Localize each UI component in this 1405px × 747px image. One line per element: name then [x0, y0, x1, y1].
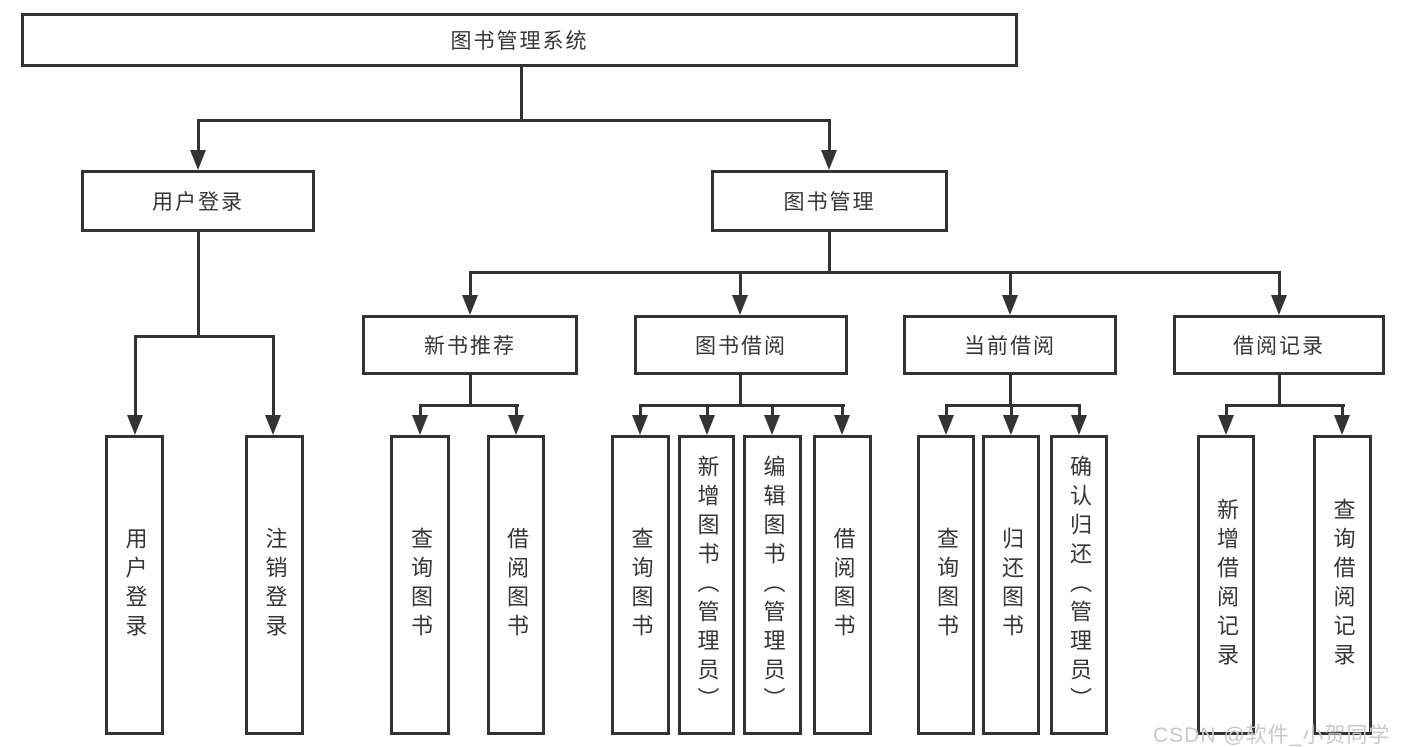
- connector-current-drop-1: [945, 404, 948, 417]
- leaf-add-books-admin-label: 新增图书（管理员）: [694, 454, 720, 716]
- node-borrow-records: 借阅记录: [1173, 315, 1385, 375]
- connector-current-stem: [1009, 373, 1012, 407]
- leaf-add-borrow-record: 新增借阅记录: [1197, 435, 1255, 735]
- connector-records-hline: [1225, 404, 1345, 407]
- leaf-recommend-borrow-books-label: 借阅图书: [504, 527, 529, 643]
- leaf-logout-label: 注销登录: [262, 527, 288, 643]
- connector-current-hline: [945, 404, 1081, 407]
- node-new-book-recommend-label: 新书推荐: [424, 335, 516, 358]
- node-book-management: 图书管理: [711, 170, 948, 232]
- arrow-down-icon: [938, 415, 954, 435]
- node-new-book-recommend: 新书推荐: [362, 315, 578, 375]
- leaf-borrow-books: 借阅图书: [813, 435, 872, 735]
- connector-login-stem: [197, 232, 200, 336]
- connector-mgmt-drop-3: [1009, 271, 1012, 297]
- connector-records-drop-1: [1225, 404, 1228, 417]
- leaf-logout: 注销登录: [245, 435, 304, 735]
- connector-borrow-drop-4: [841, 404, 844, 417]
- connector-borrow-drop-1: [639, 404, 642, 417]
- node-book-borrow: 图书借阅: [634, 315, 848, 375]
- arrow-down-icon: [1271, 295, 1287, 315]
- connector-login-drop-2: [272, 335, 275, 417]
- leaf-current-query-books-label: 查询图书: [934, 527, 959, 643]
- connector-recommend-hline: [419, 404, 519, 407]
- arrow-down-icon: [732, 295, 748, 315]
- leaf-borrow-query-books-label: 查询图书: [628, 527, 654, 643]
- arrow-down-icon: [632, 415, 648, 435]
- leaf-add-borrow-record-label: 新增借阅记录: [1214, 498, 1239, 672]
- connector-root-stem: [520, 67, 523, 120]
- leaf-return-books-label: 归还图书: [999, 527, 1024, 643]
- leaf-recommend-borrow-books: 借阅图书: [487, 435, 545, 735]
- node-current-borrow-label: 当前借阅: [964, 335, 1056, 358]
- leaf-query-borrow-record: 查询借阅记录: [1313, 435, 1372, 735]
- connector-recommend-drop-1: [419, 404, 422, 417]
- leaf-edit-books-admin-label: 编辑图书（管理员）: [760, 454, 786, 716]
- leaf-confirm-return-admin-label: 确认归还（管理员）: [1067, 454, 1092, 716]
- node-book-borrow-label: 图书借阅: [695, 335, 787, 358]
- arrow-down-icon: [834, 415, 850, 435]
- leaf-query-borrow-record-label: 查询借阅记录: [1330, 498, 1356, 672]
- connector-borrow-drop-2: [706, 404, 709, 417]
- connector-mgmt-hline: [469, 271, 1281, 274]
- leaf-current-query-books: 查询图书: [917, 435, 975, 735]
- connector-root-drop-left: [197, 119, 200, 152]
- leaf-user-login-label: 用户登录: [122, 527, 148, 643]
- node-borrow-records-label: 借阅记录: [1233, 335, 1325, 358]
- leaf-borrow-query-books: 查询图书: [611, 435, 670, 735]
- connector-login-drop-1: [134, 335, 137, 417]
- connector-mgmt-drop-1: [469, 271, 472, 297]
- arrow-down-icon: [764, 415, 780, 435]
- node-user-login: 用户登录: [81, 170, 315, 232]
- node-root-label: 图书管理系统: [450, 30, 589, 53]
- arrow-down-icon: [462, 295, 478, 315]
- connector-root-drop-right: [828, 119, 831, 152]
- leaf-confirm-return-admin: 确认归还（管理员）: [1050, 435, 1108, 735]
- connector-records-stem: [1278, 373, 1281, 407]
- arrow-down-icon: [1334, 415, 1350, 435]
- node-root: 图书管理系统: [21, 13, 1018, 67]
- arrow-down-icon: [821, 150, 837, 170]
- arrow-down-icon: [508, 415, 524, 435]
- arrow-down-icon: [127, 415, 143, 435]
- connector-current-drop-2: [1010, 404, 1013, 417]
- connector-borrow-stem: [739, 373, 742, 407]
- connector-mgmt-drop-2: [739, 271, 742, 297]
- connector-recommend-drop-2: [515, 404, 518, 417]
- connector-root-hline: [197, 119, 831, 122]
- connector-borrow-hline: [639, 404, 845, 407]
- connector-borrow-drop-3: [771, 404, 774, 417]
- arrow-down-icon: [699, 415, 715, 435]
- leaf-recommend-query-books-label: 查询图书: [408, 527, 433, 643]
- arrow-down-icon: [190, 150, 206, 170]
- node-user-login-label: 用户登录: [152, 191, 244, 214]
- node-book-management-label: 图书管理: [783, 191, 876, 214]
- connector-login-hline: [134, 335, 275, 338]
- arrow-down-icon: [1002, 295, 1018, 315]
- connector-mgmt-drop-4: [1278, 271, 1281, 297]
- connector-recommend-stem: [469, 373, 472, 407]
- leaf-add-books-admin: 新增图书（管理员）: [678, 435, 735, 735]
- arrow-down-icon: [1003, 415, 1019, 435]
- node-current-borrow: 当前借阅: [903, 315, 1117, 375]
- arrow-down-icon: [412, 415, 428, 435]
- connector-current-drop-3: [1078, 404, 1081, 417]
- connector-records-drop-2: [1341, 404, 1344, 417]
- csdn-watermark: CSDN @软件_小贺同学: [1153, 724, 1391, 747]
- leaf-recommend-query-books: 查询图书: [390, 435, 450, 735]
- leaf-user-login: 用户登录: [105, 435, 164, 735]
- arrow-down-icon: [1071, 415, 1087, 435]
- arrow-down-icon: [265, 415, 281, 435]
- leaf-return-books: 归还图书: [982, 435, 1040, 735]
- leaf-edit-books-admin: 编辑图书（管理员）: [743, 435, 802, 735]
- connector-mgmt-stem: [828, 232, 831, 273]
- leaf-borrow-books-label: 借阅图书: [830, 527, 856, 643]
- arrow-down-icon: [1218, 415, 1234, 435]
